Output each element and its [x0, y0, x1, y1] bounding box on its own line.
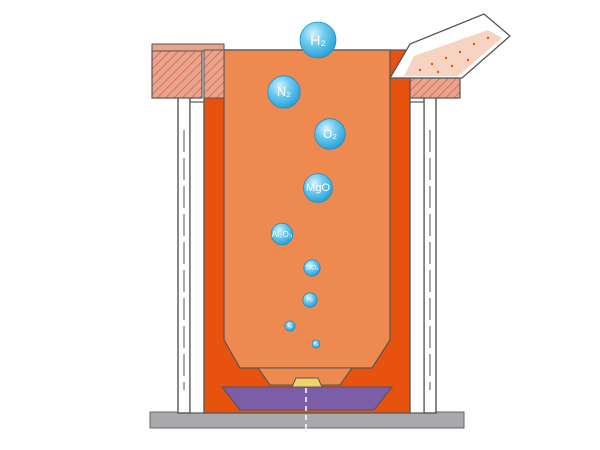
base-plate: [149, 411, 465, 429]
bubble-label-al2o3: Al₂O₃: [272, 229, 293, 239]
spout-slag: [404, 30, 502, 76]
gas-bubbles: H₂ N₂ O₂ MgO Al₂O₃ SiO₂ H₂ N₂ O₂: [267, 21, 346, 349]
bubble-o2_small: O₂: [311, 339, 321, 349]
bubble-mgo: MgO: [303, 173, 333, 203]
bubble-h2_top: H₂: [299, 21, 337, 59]
right-top-brick: [409, 77, 461, 99]
bubble-label-mgo: MgO: [306, 182, 331, 194]
bubble-n2_small: N₂: [284, 320, 296, 332]
bubble-o2: O₂: [314, 118, 346, 150]
slag-specks: [418, 36, 490, 74]
bubble-label-o2_small: O₂: [314, 342, 319, 347]
porous-plug: [220, 386, 394, 411]
bottom-well: [256, 367, 354, 386]
left-inner-brick: [203, 49, 225, 99]
bubble-label-h2_top: H₂: [310, 32, 326, 48]
bubble-h2_small: H₂: [302, 292, 318, 308]
bubble-n2: N₂: [267, 75, 301, 109]
left-top-brick: [151, 49, 203, 99]
bubble-label-n2_small: N₂: [288, 324, 293, 329]
bubble-label-o2: O₂: [323, 127, 337, 141]
left-top-cap: [151, 43, 225, 52]
left-frame: [177, 94, 205, 414]
bubble-sio2: SiO₂: [303, 259, 321, 277]
bubble-label-n2: N₂: [277, 85, 291, 99]
plug-top: [291, 377, 323, 388]
bubble-label-h2_small: H₂: [307, 297, 313, 303]
bubble-label-sio2: SiO₂: [306, 265, 319, 272]
molten-metal: [223, 49, 391, 369]
bubble-al2o3: Al₂O₃: [270, 222, 294, 246]
right-frame: [409, 94, 437, 414]
